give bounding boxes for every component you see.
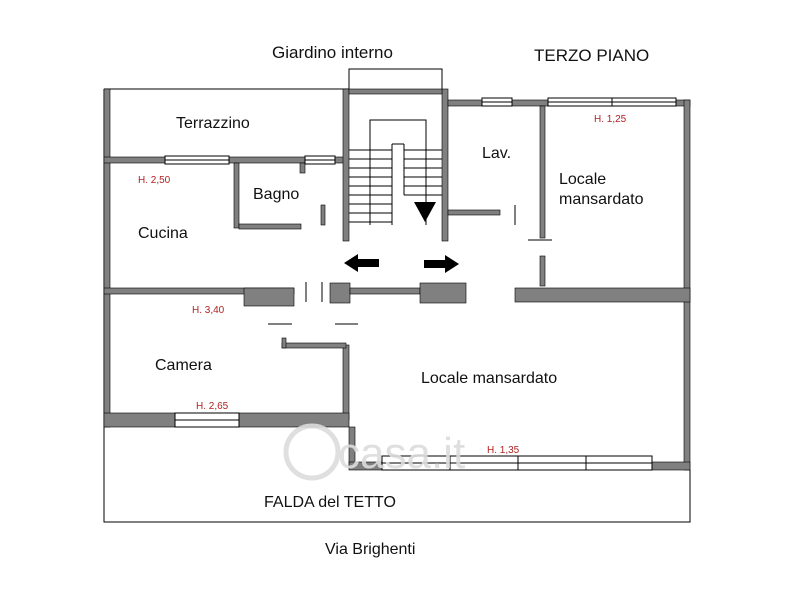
room-locale-top-line2: mansardato [559,191,644,208]
watermark: casa.it [283,423,465,481]
stair-down-arrow-icon [414,202,436,222]
roof-pitch-label: FALDA del TETTO [264,494,396,511]
height-label-locale-bottom: H. 1,35 [487,445,520,456]
room-lav: Lav. [482,145,511,162]
room-cucina: Cucina [138,225,188,242]
floor-label: TERZO PIANO [534,46,649,65]
room-locale-top-line1: Locale [559,171,606,188]
room-terrazzino: Terrazzino [176,115,250,132]
height-label-locale-top: H. 1,25 [594,114,627,125]
height-label-cucina: H. 2,50 [138,175,171,186]
height-label-camera: H. 2,65 [196,401,229,412]
arrow-left-icon [344,254,379,272]
garden-label: Giardino interno [272,43,393,62]
watermark-text: casa.it [338,429,465,478]
room-camera: Camera [155,357,212,374]
door-markers [268,205,552,325]
street-label: Via Brighenti [325,541,415,558]
room-bagno: Bagno [253,186,299,203]
height-label-corridor: H. 3,40 [192,305,225,316]
arrow-right-icon [424,255,459,273]
staircase [349,119,442,225]
windows [164,97,677,471]
direction-arrows [344,254,459,273]
room-locale-bottom: Locale mansardato [421,370,557,387]
